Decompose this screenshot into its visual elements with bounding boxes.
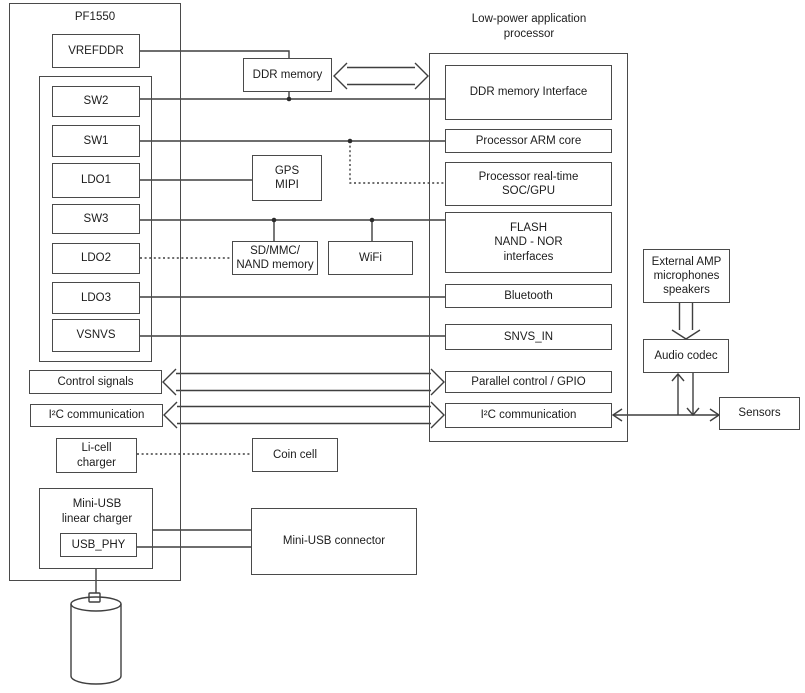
block-label: SD/MMC/ NAND memory: [236, 244, 314, 271]
block-label: I²C communication: [480, 409, 577, 422]
block-label: Li-cell charger: [77, 442, 116, 469]
block-ddr-interface: DDR memory Interface: [445, 65, 612, 120]
block-snvs-in: SNVS_IN: [445, 324, 612, 350]
block-usb-linear-charger: Mini-USB linear charger: [39, 488, 153, 569]
junction-dot: [286, 96, 292, 102]
block-label: SW1: [83, 134, 109, 147]
block-label: VREFDDR: [68, 44, 124, 57]
block-label: Processor ARM core: [475, 134, 582, 147]
block-label: LDO2: [80, 252, 112, 265]
block-label: Parallel control / GPIO: [471, 375, 586, 388]
block-control-signals: Control signals: [29, 370, 162, 394]
block-label: Coin cell: [272, 448, 318, 461]
block-label: SW2: [83, 95, 109, 108]
block-usb-phy: USB_PHY: [60, 533, 137, 557]
block-label: USB_PHY: [71, 538, 126, 551]
block-label: DDR memory: [252, 68, 323, 81]
block-label: WiFi: [359, 251, 382, 264]
processor-outline: [429, 53, 628, 442]
block-audio-codec: Audio codec: [643, 339, 729, 373]
block-licell-charger: Li-cell charger: [56, 438, 137, 473]
block-vrefddr: VREFDDR: [52, 34, 140, 68]
block-label: Mini-USB connector: [282, 535, 386, 548]
block-realtime-soc-gpu: Processor real-time SOC/GPU: [445, 162, 612, 206]
block-external-amp: External AMP microphones speakers: [643, 249, 730, 303]
block-coin-cell: Coin cell: [252, 438, 338, 472]
block-wifi: WiFi: [328, 241, 413, 275]
junction-dot: [271, 217, 277, 223]
block-usb-connector: Mini-USB connector: [251, 508, 417, 575]
block-ldo3: LDO3: [52, 282, 140, 314]
block-label: I²C communication: [48, 409, 145, 422]
block-label: External AMP microphones speakers: [651, 255, 722, 296]
block-parallel-gpio: Parallel control / GPIO: [445, 371, 612, 393]
line-vrefddr-to-ddr-memory: [140, 50, 290, 58]
block-ldo2: LDO2: [52, 243, 140, 274]
block-label: DDR memory Interface: [469, 86, 588, 99]
block-label: Control signals: [57, 375, 134, 388]
block-label: LDO1: [80, 174, 112, 187]
junction-dot: [347, 138, 353, 144]
block-i2c-right: I²C communication: [445, 403, 612, 428]
block-sensors: Sensors: [719, 397, 800, 430]
dotted-sw1-to-realtime-soc: [349, 141, 445, 184]
block-ddr-memory: DDR memory: [243, 58, 332, 92]
hollow-arrow-ddr-memory-processor: [333, 62, 429, 90]
block-label: Audio codec: [654, 349, 718, 362]
block-label: SW3: [83, 212, 109, 225]
block-bluetooth: Bluetooth: [445, 284, 612, 308]
junction-dot: [369, 217, 375, 223]
thin-arrow-i2c-sensors: [611, 408, 721, 422]
block-arm-core: Processor ARM core: [445, 129, 612, 153]
hollow-arrow-control-signals-gpio: [162, 368, 445, 396]
block-label: Mini-USB linear charger: [61, 498, 133, 525]
block-sw3: SW3: [52, 204, 140, 234]
block-label: GPS MIPI: [274, 164, 300, 191]
block-label: LDO3: [80, 291, 112, 304]
block-label: FLASH NAND - NOR interfaces: [494, 222, 563, 263]
block-i2c-left: I²C communication: [30, 404, 163, 427]
processor-title: Low-power application processor: [471, 13, 587, 40]
pmic-title: PF1550: [74, 11, 116, 23]
line-sw2-to-ddr-interface: [140, 92, 445, 100]
block-sw2: SW2: [52, 86, 140, 117]
block-label: Bluetooth: [504, 289, 553, 302]
block-gps-mipi: GPS MIPI: [252, 155, 322, 201]
block-label: Processor real-time SOC/GPU: [478, 170, 579, 197]
block-label: VSNVS: [76, 329, 116, 342]
block-vsnvs: VSNVS: [52, 319, 140, 352]
regulator-group-outline: [39, 76, 152, 362]
block-flash-interfaces: FLASH NAND - NOR interfaces: [445, 212, 612, 273]
block-label: Sensors: [738, 407, 781, 420]
hollow-arrow-amp-to-codec: [671, 303, 701, 340]
block-sd-mmc-nand: SD/MMC/ NAND memory: [232, 241, 318, 275]
block-ldo1: LDO1: [52, 163, 140, 198]
line-sw3-to-flash: [140, 219, 445, 241]
battery-icon: [70, 592, 122, 685]
block-sw1: SW1: [52, 125, 140, 157]
hollow-arrow-i2c-i2c: [163, 401, 445, 429]
pmic-outline: [9, 3, 181, 581]
thin-arrows-codec-i2c: [671, 372, 700, 417]
block-label: SNVS_IN: [503, 330, 554, 343]
